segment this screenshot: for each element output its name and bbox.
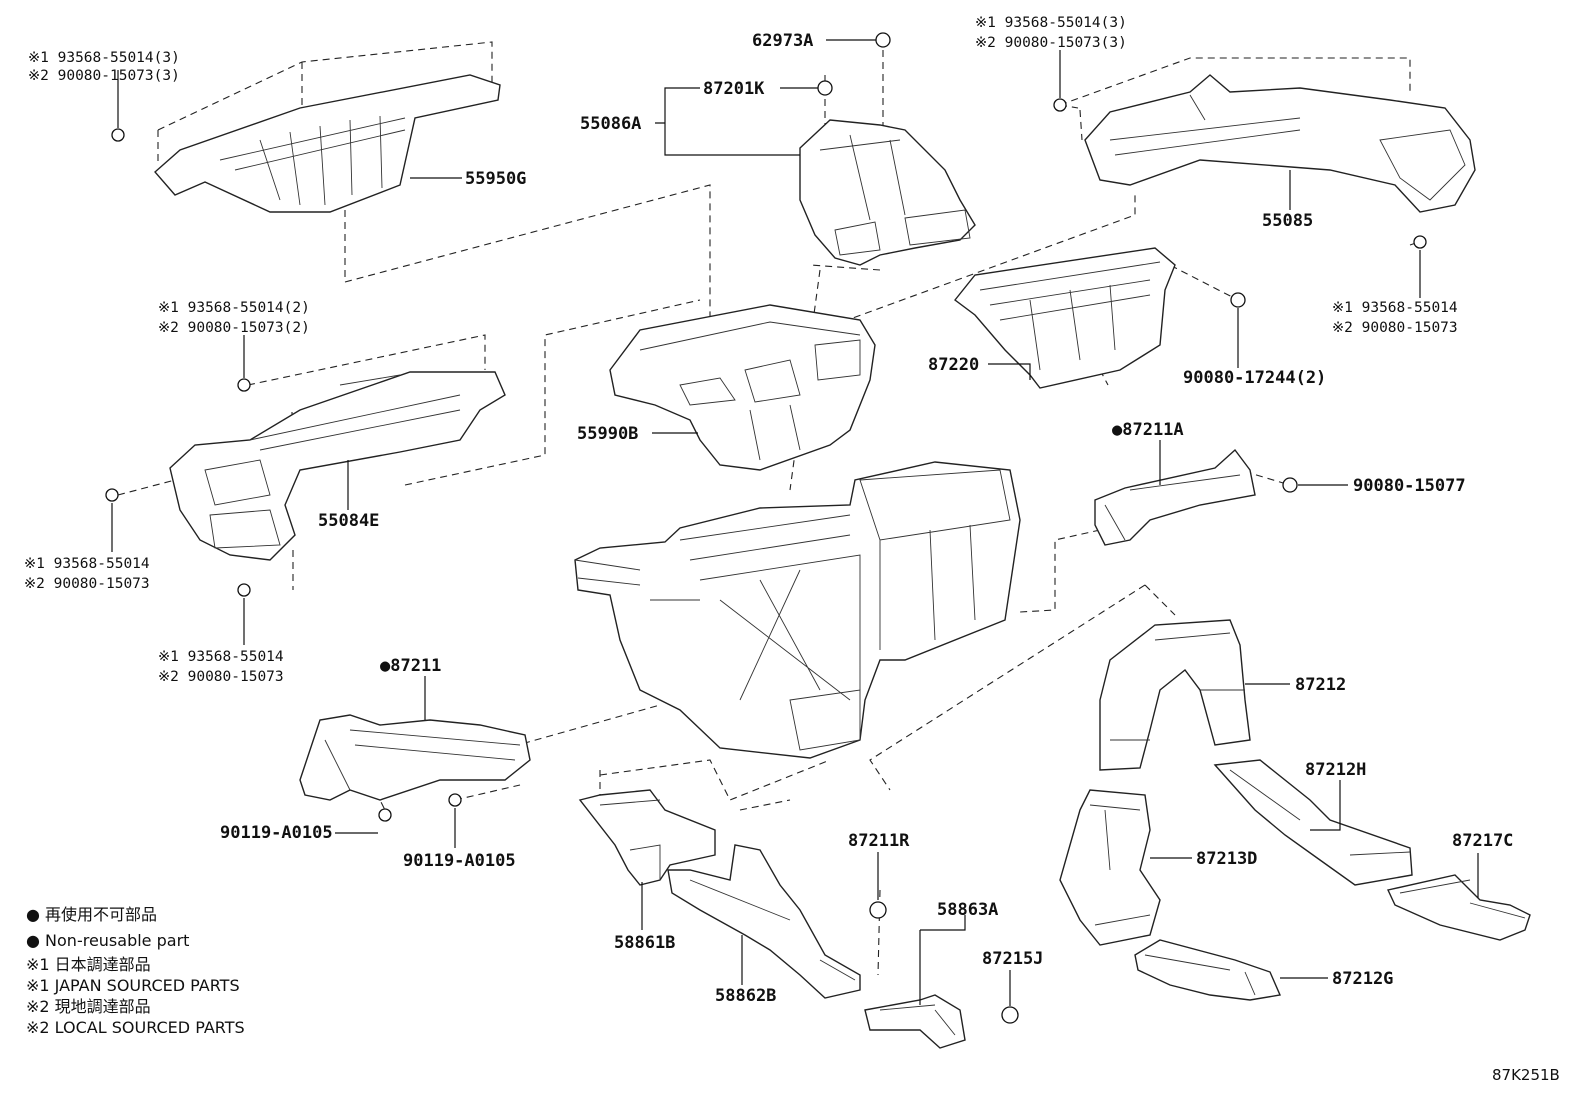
clip-icon xyxy=(875,32,891,48)
callout-87217C: 87217C xyxy=(1452,831,1513,851)
callout-55084E: 55084E xyxy=(318,511,379,531)
note-mid-left-1: ※1 93568-55014(2) xyxy=(158,300,310,316)
callout-58863A: 58863A xyxy=(937,900,998,920)
note-left2-1: ※1 93568-55014 xyxy=(158,649,284,665)
air-box-55990B xyxy=(609,304,876,471)
clip-icon xyxy=(105,488,119,502)
callout-87211A: ●87211A xyxy=(1112,420,1184,440)
note-top-right-1: ※1 93568-55014(3) xyxy=(975,15,1127,31)
bolt-icon xyxy=(448,793,462,807)
callout-87211R: 87211R xyxy=(848,831,910,851)
callout-87220: 87220 xyxy=(928,355,979,375)
clip-icon xyxy=(869,901,887,919)
assembly-dashed-lines xyxy=(117,41,1426,976)
note-right-2: ※2 90080-15073 xyxy=(1332,320,1458,336)
callout-87213D: 87213D xyxy=(1196,849,1257,869)
note-top-left-2: ※2 90080-15073(3) xyxy=(28,68,180,84)
callout-87215J: 87215J xyxy=(982,949,1043,969)
clip-icon xyxy=(817,80,833,96)
note-left-1: ※1 93568-55014 xyxy=(24,556,150,572)
callout-55950G: 55950G xyxy=(465,169,526,189)
legend-line-2: ● Non-reusable part xyxy=(26,931,189,950)
sourcing-notes: ※1 93568-55014(3) ※2 90080-15073(3) ※1 9… xyxy=(24,15,1458,685)
callout-90119-A0105-left: 90119-A0105 xyxy=(220,823,333,843)
duct-87211 xyxy=(299,714,531,801)
callout-90119-A0105-right: 90119-A0105 xyxy=(403,851,516,871)
fasteners xyxy=(105,32,1427,1024)
hvac-unit xyxy=(574,461,1021,759)
duct-87211A xyxy=(1094,448,1256,546)
callout-55990B: 55990B xyxy=(577,424,638,444)
bolt-icon xyxy=(378,808,392,822)
callout-87201K: 87201K xyxy=(703,79,765,99)
cover-87220 xyxy=(954,247,1176,389)
note-left2-2: ※2 90080-15073 xyxy=(158,669,284,685)
callout-58862B: 58862B xyxy=(715,986,776,1006)
note-left-2: ※2 90080-15073 xyxy=(24,576,150,592)
callout-55085: 55085 xyxy=(1262,211,1313,231)
legend-line-5: ※2 現地調達部品 xyxy=(26,997,151,1016)
callout-62973A: 62973A xyxy=(752,31,813,51)
clip-icon xyxy=(1053,98,1067,112)
callout-87212H: 87212H xyxy=(1305,760,1366,780)
legend-line-3: ※1 日本調達部品 xyxy=(26,955,151,974)
duct-55084E xyxy=(169,371,506,561)
duct-87212 xyxy=(1099,619,1251,771)
legend-line-6: ※2 LOCAL SOURCED PARTS xyxy=(26,1018,245,1037)
duct-87212G xyxy=(1134,939,1281,1001)
duct-58863A xyxy=(864,994,966,1049)
callout-90080-15077: 90080-15077 xyxy=(1353,476,1466,496)
clip-icon xyxy=(237,378,251,392)
legend: ● 再使用不可部品 ● Non-reusable part ※1 日本調達部品 … xyxy=(26,905,245,1037)
bolt-icon xyxy=(1282,477,1298,493)
duct-87212H xyxy=(1213,759,1413,886)
duct-87217C xyxy=(1386,874,1531,941)
diagram-code: 87K251B xyxy=(1492,1066,1560,1084)
note-top-right-2: ※2 90080-15073(3) xyxy=(975,35,1127,51)
clip-icon xyxy=(1413,235,1427,249)
callout-55086A: 55086A xyxy=(580,114,641,134)
callout-87212G: 87212G xyxy=(1332,969,1393,989)
legend-line-4: ※1 JAPAN SOURCED PARTS xyxy=(26,976,240,995)
duct-55086A xyxy=(799,119,976,266)
callout-90080-17244: 90080-17244(2) xyxy=(1183,368,1326,388)
callout-87212: 87212 xyxy=(1295,675,1346,695)
screw-icon xyxy=(1001,1006,1019,1024)
callout-87211: ●87211 xyxy=(380,656,441,676)
note-top-left-1: ※1 93568-55014(3) xyxy=(28,50,180,66)
note-right-1: ※1 93568-55014 xyxy=(1332,300,1458,316)
callout-58861B: 58861B xyxy=(614,933,675,953)
clip-icon xyxy=(237,583,251,597)
duct-87213D xyxy=(1059,789,1161,946)
duct-58862B xyxy=(667,844,861,999)
note-mid-left-2: ※2 90080-15073(2) xyxy=(158,320,310,336)
duct-55085 xyxy=(1084,74,1476,213)
part-callouts: 55950G 62973A 87201K 55086A 55085 55990B… xyxy=(220,31,1513,1006)
clip-icon xyxy=(111,128,125,142)
legend-line-1: ● 再使用不可部品 xyxy=(26,905,157,924)
nut-icon xyxy=(1230,292,1246,308)
duct-55950G xyxy=(154,74,501,213)
duct-58861B xyxy=(578,789,716,886)
leader-lines xyxy=(111,39,1479,1006)
